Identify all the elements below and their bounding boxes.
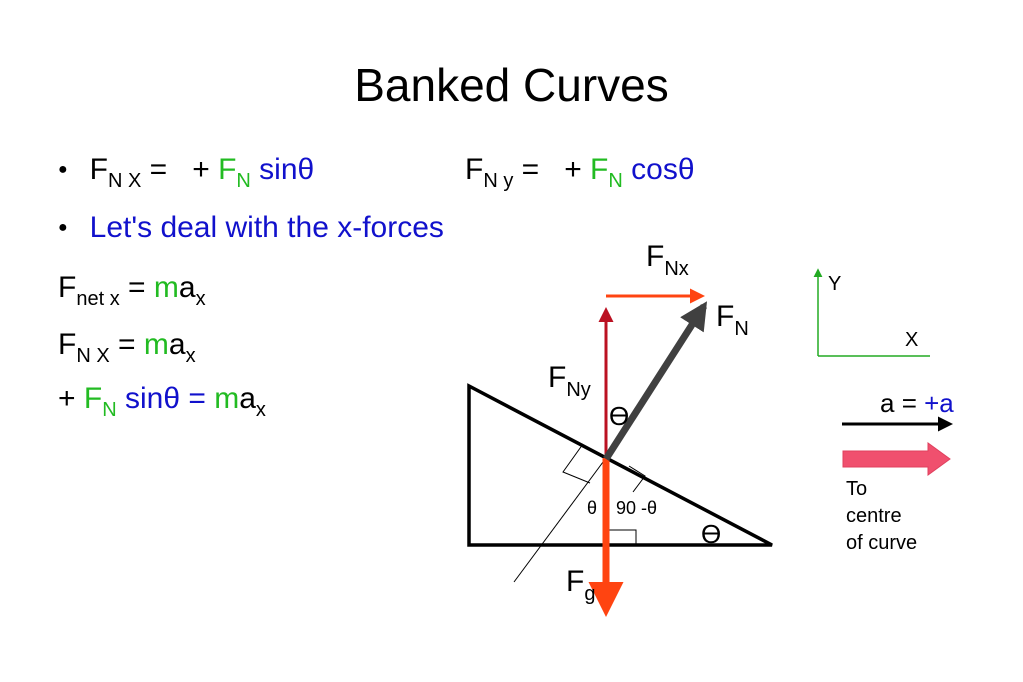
right-angle-left xyxy=(562,443,591,484)
fnx-fn: F xyxy=(218,153,237,186)
label-fg-sub: g xyxy=(584,583,596,605)
fny-fn-sub: N xyxy=(608,170,623,192)
e1-sub: net x xyxy=(76,288,120,310)
label-fg: Fg xyxy=(566,565,595,605)
label-fnx: FNx xyxy=(646,240,689,280)
to-centre-line2: centre xyxy=(846,505,902,527)
e2-f: F xyxy=(58,328,77,361)
e1-m: m xyxy=(153,271,179,304)
fny-sub: N y xyxy=(483,170,514,192)
fnx-sub: N X xyxy=(108,170,142,192)
fnx-fn-sub: N xyxy=(236,170,251,192)
label-fg-f: F xyxy=(566,565,585,598)
fnx-eq: = + xyxy=(141,153,219,186)
label-fn-f: F xyxy=(716,300,735,333)
e3-fn-sub: N xyxy=(102,399,117,421)
e2-m: m xyxy=(143,328,169,361)
e2-eq: = xyxy=(109,328,144,361)
e2-a-sub: x xyxy=(185,345,196,367)
fny-trig: cosθ xyxy=(622,153,695,186)
right-angle-right xyxy=(628,465,646,493)
e3-a-sub: x xyxy=(255,399,266,421)
fnx-f: F xyxy=(89,153,108,186)
equation-fnx: FN X = max xyxy=(58,327,196,367)
equation-fnet: Fnet x = max xyxy=(58,270,206,310)
e3-plus: + xyxy=(58,382,84,415)
bullet-fnx: ●FN X = + FN sinθ xyxy=(58,152,314,193)
xforces-text: Let's deal with the x-forces xyxy=(89,211,444,244)
fny-fn: F xyxy=(590,153,609,186)
centre-arrow xyxy=(842,442,951,476)
normal-line xyxy=(513,457,607,583)
label-fny-sub: Ny xyxy=(566,379,591,401)
e2-sub: N X xyxy=(76,345,110,367)
accel-label: a = +a xyxy=(880,388,954,419)
bullet-dot: ● xyxy=(58,219,68,236)
to-centre-line3: of curve xyxy=(846,532,918,554)
accel-eq: = xyxy=(894,388,925,418)
e1-f: F xyxy=(58,271,77,304)
theta-bottom: ϴ xyxy=(701,519,722,549)
label-fn-sub: N xyxy=(734,318,749,340)
theta-small: θ xyxy=(587,498,598,518)
e3-trig: sinθ = xyxy=(116,382,215,415)
e3-a: a xyxy=(239,382,256,415)
axis-x-label: X xyxy=(905,329,919,351)
label-fn: FN xyxy=(716,300,749,340)
bullet-fny: FN y = + FN cosθ xyxy=(465,152,695,192)
bullet-dot: ● xyxy=(58,161,68,178)
incline-triangle xyxy=(467,383,773,547)
e1-eq: = xyxy=(119,271,154,304)
fnx-trig: sinθ xyxy=(250,153,315,186)
page-title: Banked Curves xyxy=(354,59,669,111)
theta-top: ϴ xyxy=(609,401,630,431)
axis-y-label: Y xyxy=(828,273,842,295)
label-fnx-f: F xyxy=(646,240,665,273)
equation-sin: + FN sinθ = max xyxy=(58,381,266,421)
e3-fn: F xyxy=(83,382,103,415)
ninety-minus-theta: 90 -θ xyxy=(616,498,658,518)
right-angle-base xyxy=(606,529,637,545)
fny-f: F xyxy=(465,153,484,186)
accel-a: a xyxy=(880,388,895,418)
e1-a-sub: x xyxy=(195,288,206,310)
fn-arrow xyxy=(603,301,708,461)
e1-a: a xyxy=(178,271,196,304)
e3-m: m xyxy=(214,382,240,415)
label-fnx-sub: Nx xyxy=(664,258,689,280)
bullet-xforces: ● Let's deal with the x-forces xyxy=(58,210,444,251)
fny-eq: = + xyxy=(513,153,591,186)
to-centre-line1: To xyxy=(846,478,868,500)
label-fny: FNy xyxy=(548,361,591,401)
label-fny-f: F xyxy=(548,361,567,394)
e2-a: a xyxy=(168,328,186,361)
to-centre-label: To centre of curve xyxy=(846,476,917,557)
accel-val: +a xyxy=(924,388,954,418)
